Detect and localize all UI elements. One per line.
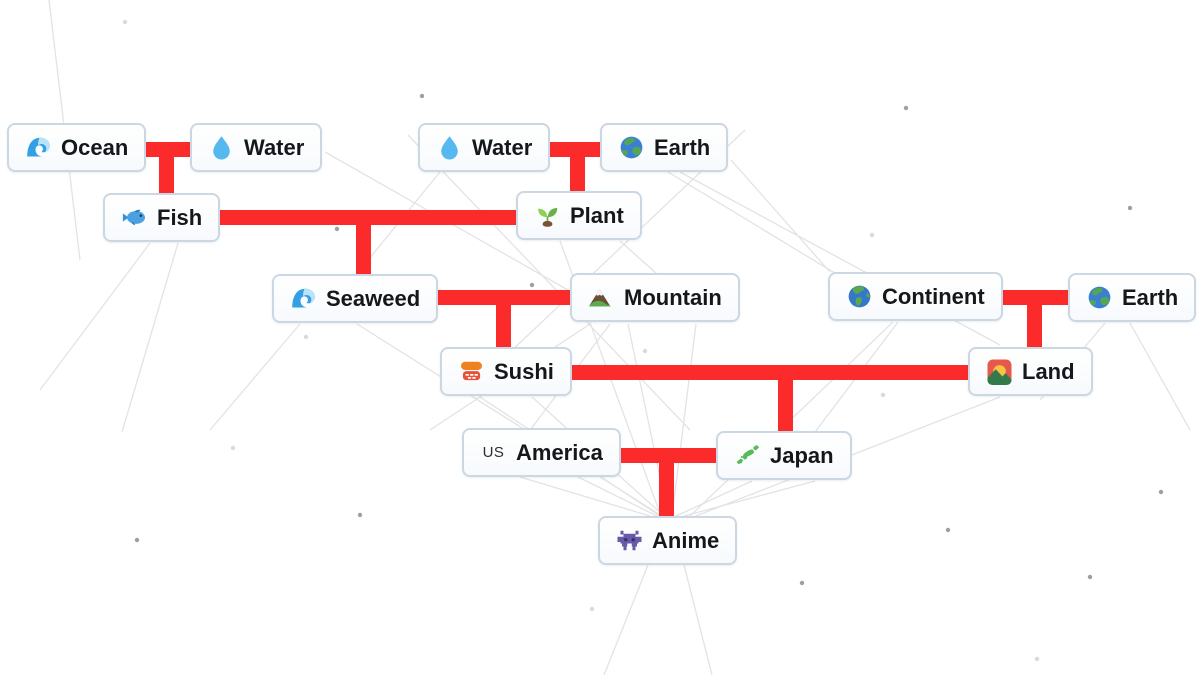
connector-sushi-land-to-japan-vertical xyxy=(777,365,793,445)
japan-map-icon xyxy=(734,442,761,469)
node-america[interactable]: US America xyxy=(462,428,621,477)
element-label: Ocean xyxy=(61,134,129,160)
globe-earth-icon xyxy=(1086,284,1113,311)
sushi-icon xyxy=(458,358,485,385)
node-water-1[interactable]: Water xyxy=(190,123,323,172)
element-label: Japan xyxy=(770,442,834,468)
globe-americas-icon xyxy=(846,283,873,310)
globe-earth-icon xyxy=(618,134,645,161)
connector-fish-plant-to-seaweed-vertical xyxy=(355,210,371,290)
node-water-2[interactable]: Water xyxy=(418,123,551,172)
element-label: Land xyxy=(1022,358,1075,384)
fish-icon xyxy=(121,204,148,231)
droplet-icon xyxy=(208,134,235,161)
element-label: Continent xyxy=(882,283,985,309)
connector-sushi-land-to-japan-horizontal xyxy=(545,364,995,380)
node-fish[interactable]: Fish xyxy=(103,193,221,242)
node-plant[interactable]: Plant xyxy=(516,191,642,240)
element-label: Sushi xyxy=(494,358,554,384)
element-label: Mountain xyxy=(624,284,722,310)
connector-seaweed-mountain-to-sushi-vertical xyxy=(495,290,511,360)
seedling-icon xyxy=(534,202,561,229)
element-label: Water xyxy=(472,134,533,160)
wave-icon xyxy=(25,134,52,161)
connector-water-earth-to-plant-vertical xyxy=(569,142,585,205)
node-anime[interactable]: Anime xyxy=(598,516,738,565)
node-sushi[interactable]: Sushi xyxy=(440,347,572,396)
node-continent[interactable]: Continent xyxy=(828,272,1003,321)
node-earth-1[interactable]: Earth xyxy=(600,123,729,172)
us-letters-icon: US xyxy=(482,444,505,461)
element-label: Earth xyxy=(654,134,711,160)
node-mountain[interactable]: Mountain xyxy=(570,273,740,322)
sunrise-park-icon xyxy=(986,358,1013,385)
element-label: Seaweed xyxy=(326,285,421,311)
node-seaweed[interactable]: Seaweed xyxy=(272,274,439,323)
droplet-icon xyxy=(436,134,463,161)
element-label: Earth xyxy=(1122,284,1179,310)
wave-icon xyxy=(290,285,317,312)
element-label: Anime xyxy=(652,527,720,553)
node-japan[interactable]: Japan xyxy=(716,431,852,480)
element-label: Water xyxy=(244,134,305,160)
node-earth-2[interactable]: Earth xyxy=(1068,273,1197,322)
node-land[interactable]: Land xyxy=(968,347,1093,396)
element-label: Plant xyxy=(570,202,624,228)
connector-america-japan-to-anime-vertical xyxy=(658,448,674,530)
mountain-icon xyxy=(588,284,615,311)
alien-monster-icon xyxy=(616,527,643,554)
connector-continent-earth-to-land-vertical xyxy=(1026,290,1042,360)
node-ocean[interactable]: Ocean xyxy=(7,123,147,172)
element-label: Fish xyxy=(157,204,203,230)
element-label: America xyxy=(516,439,603,465)
